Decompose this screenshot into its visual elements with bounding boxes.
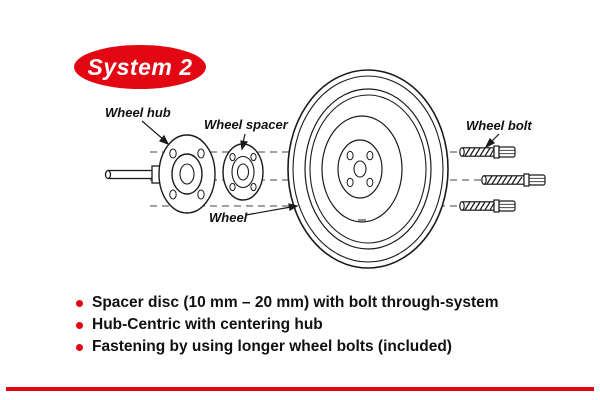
list-item: Fastening by using longer wheel bolts (i… <box>76 336 499 358</box>
bottom-divider <box>6 387 594 391</box>
wheel-spacer-label: Wheel spacer <box>204 117 289 132</box>
list-item: Spacer disc (10 mm – 20 mm) with bolt th… <box>76 292 499 314</box>
wheel-bolt-drawing <box>459 145 516 159</box>
wheel-bolt-arrow <box>484 133 500 149</box>
wheel-bolt-drawing <box>459 199 516 213</box>
list-item-text: Hub-Centric with centering hub <box>92 316 323 333</box>
list-item: Hub-Centric with centering hub <box>76 314 499 336</box>
list-item-text: Spacer disc (10 mm – 20 mm) with bolt th… <box>92 294 499 311</box>
wheel-spacer-arrow <box>240 133 249 151</box>
bullet-icon <box>76 343 83 351</box>
list-item-text: Fastening by using longer wheel bolts (i… <box>92 338 452 355</box>
wheel-label: Wheel <box>209 210 248 225</box>
wheel-hub-label: Wheel hub <box>105 105 171 120</box>
wheel-arrow <box>245 203 299 216</box>
label-arrows <box>141 120 500 216</box>
wheel-hub-arrow <box>141 120 170 146</box>
wheel-bolt-drawing <box>481 173 546 187</box>
wheel-bolts-drawing <box>459 145 546 213</box>
system-badge: System 2 <box>74 45 206 89</box>
wheel-drawing <box>287 69 449 269</box>
wheel-bolt-label: Wheel bolt <box>466 118 532 133</box>
feature-list: Spacer disc (10 mm – 20 mm) with bolt th… <box>76 292 499 358</box>
wheel-spacer-drawing <box>222 143 264 201</box>
bullet-icon <box>76 321 83 329</box>
system-badge-text: System 2 <box>87 53 193 80</box>
bullet-icon <box>76 299 83 307</box>
wheel-hub-drawing <box>158 134 216 214</box>
